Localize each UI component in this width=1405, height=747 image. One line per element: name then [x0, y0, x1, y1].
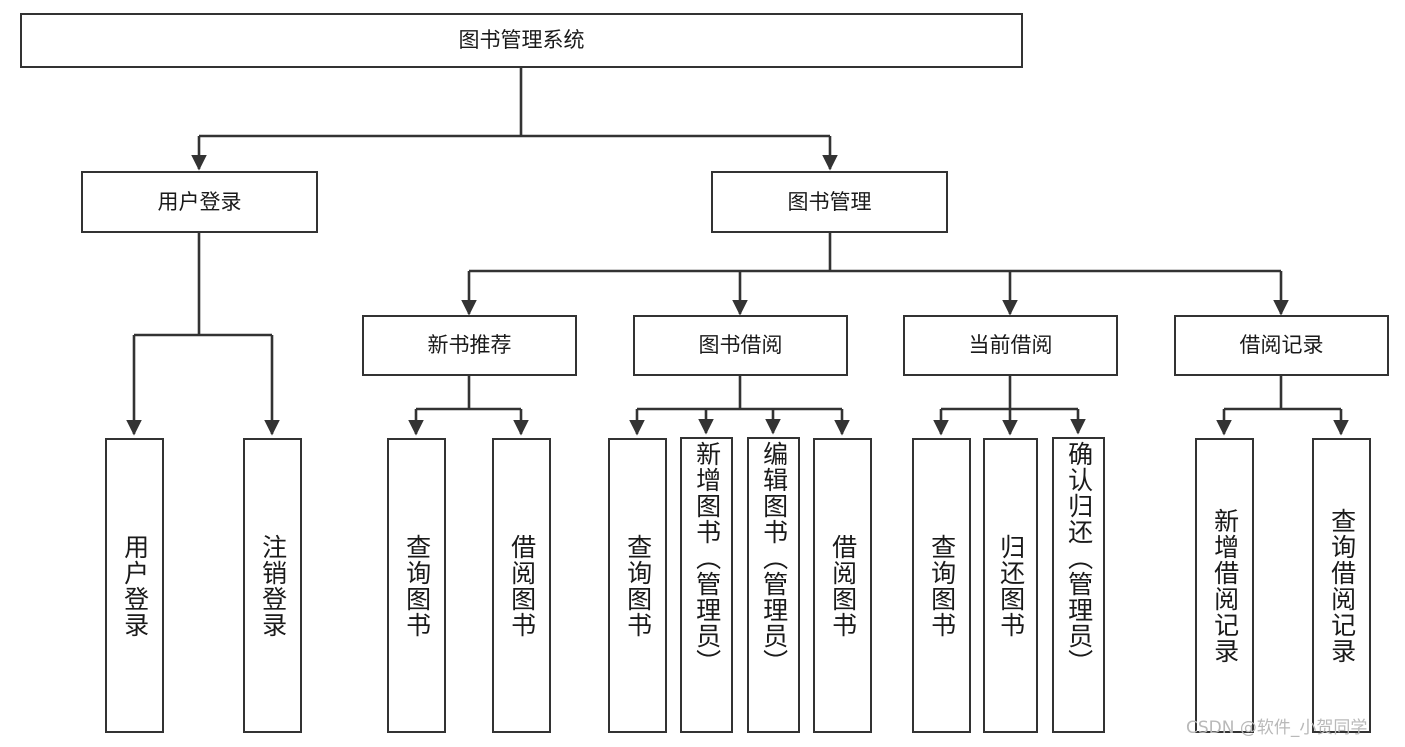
node-root[interactable]: 图书管理系统 — [20, 13, 1023, 68]
node-leaf-confirm-return-admin-label: 确认归还（管理员） — [1064, 441, 1094, 675]
node-leaf-logout-login[interactable]: 注销登录 — [243, 438, 302, 733]
node-book-borrow-label: 图书借阅 — [698, 333, 783, 357]
node-user-login-label: 用户登录 — [157, 189, 242, 214]
node-user-login[interactable]: 用户登录 — [81, 171, 318, 233]
node-leaf-user-login-label: 用户登录 — [120, 533, 150, 638]
node-leaf-add-borrow-record-label: 新增借阅记录 — [1210, 507, 1240, 664]
node-new-book-recommend[interactable]: 新书推荐 — [362, 315, 577, 376]
node-leaf-add-borrow-record[interactable]: 新增借阅记录 — [1195, 438, 1254, 733]
node-leaf-add-book-admin-label: 新增图书（管理员） — [692, 441, 722, 675]
node-leaf-query-book-1-label: 查询图书 — [402, 533, 432, 638]
node-leaf-query-borrow-record[interactable]: 查询借阅记录 — [1312, 438, 1371, 733]
node-leaf-borrow-book-2-label: 借阅图书 — [828, 533, 858, 638]
node-borrow-record-label: 借阅记录 — [1239, 333, 1324, 357]
node-leaf-query-book-1[interactable]: 查询图书 — [387, 438, 446, 733]
node-leaf-query-book-3[interactable]: 查询图书 — [912, 438, 971, 733]
node-leaf-confirm-return-admin[interactable]: 确认归还（管理员） — [1052, 437, 1105, 733]
node-leaf-query-book-3-label: 查询图书 — [927, 533, 957, 638]
node-leaf-borrow-book-2[interactable]: 借阅图书 — [813, 438, 872, 733]
node-current-borrow-label: 当前借阅 — [968, 333, 1053, 357]
node-borrow-record[interactable]: 借阅记录 — [1174, 315, 1389, 376]
node-book-management[interactable]: 图书管理 — [711, 171, 948, 233]
node-leaf-user-login[interactable]: 用户登录 — [105, 438, 164, 733]
node-root-label: 图书管理系统 — [458, 28, 585, 52]
node-leaf-return-book[interactable]: 归还图书 — [983, 438, 1038, 733]
node-book-borrow[interactable]: 图书借阅 — [633, 315, 848, 376]
node-leaf-add-book-admin[interactable]: 新增图书（管理员） — [680, 437, 733, 733]
node-leaf-edit-book-admin-label: 编辑图书（管理员） — [759, 441, 789, 675]
node-leaf-query-book-2-label: 查询图书 — [623, 533, 653, 638]
node-leaf-borrow-book-1-label: 借阅图书 — [507, 533, 537, 638]
node-new-book-recommend-label: 新书推荐 — [427, 333, 512, 357]
node-leaf-return-book-label: 归还图书 — [996, 533, 1026, 638]
node-leaf-edit-book-admin[interactable]: 编辑图书（管理员） — [747, 437, 800, 733]
node-leaf-logout-login-label: 注销登录 — [258, 533, 288, 638]
csdn-watermark: CSDN @软件_小贺同学 — [1186, 718, 1368, 738]
node-current-borrow[interactable]: 当前借阅 — [903, 315, 1118, 376]
node-leaf-borrow-book-1[interactable]: 借阅图书 — [492, 438, 551, 733]
node-leaf-query-book-2[interactable]: 查询图书 — [608, 438, 667, 733]
node-book-management-label: 图书管理 — [787, 189, 872, 214]
node-leaf-query-borrow-record-label: 查询借阅记录 — [1327, 507, 1357, 664]
